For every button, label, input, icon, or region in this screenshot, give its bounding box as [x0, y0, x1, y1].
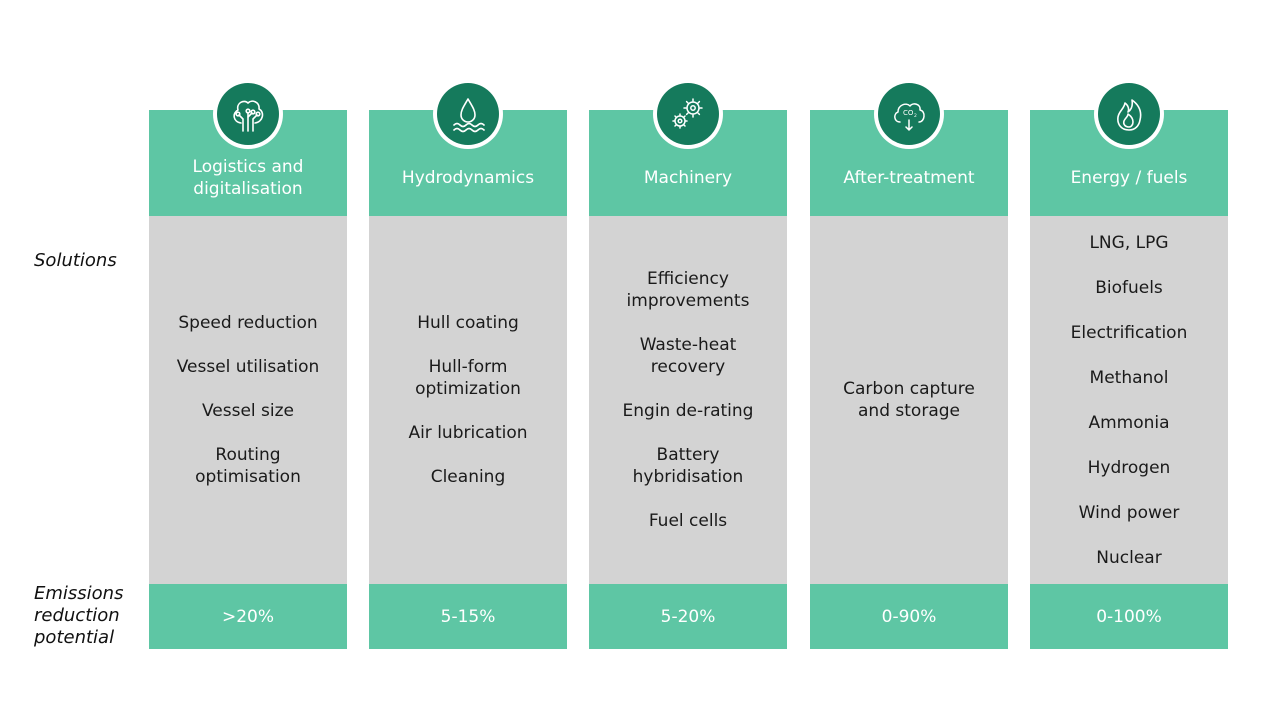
solution-item: LNG, LPG	[1089, 232, 1169, 253]
solution-item: Waste-heat recovery	[639, 335, 737, 377]
emissions-potential: 5-20%	[589, 584, 787, 649]
column-machinery: Machinery Efficiency improvements Waste-…	[589, 79, 787, 649]
solution-item: Vessel size	[201, 401, 295, 421]
solution-item: Cleaning	[430, 467, 506, 487]
icon-badge: CO 2	[874, 79, 944, 149]
column-energy-fuels: Energy / fuels LNG, LPG Biofuels Electri…	[1030, 79, 1228, 649]
column-hydrodynamics: Hydrodynamics Hull coating Hull-form opt…	[369, 79, 567, 649]
icon-badge	[213, 79, 283, 149]
solution-item: Electrification	[1070, 322, 1188, 343]
column-title: Hydrodynamics	[401, 168, 535, 188]
water-drop-waves-icon	[437, 83, 499, 145]
row-label-solutions: Solutions	[34, 250, 117, 271]
flame-icon	[1098, 83, 1160, 145]
solution-item: Methanol	[1089, 367, 1169, 388]
emissions-potential: >20%	[149, 584, 347, 649]
solution-item: Hull-form optimization	[415, 357, 521, 399]
solutions-list: LNG, LPG Biofuels Electrification Methan…	[1030, 216, 1228, 584]
column-title-line: Logistics and	[192, 157, 304, 177]
column-title-line: digitalisation	[193, 179, 303, 199]
row-label-emissions-line: potential	[34, 627, 115, 648]
emissions-potential: 5-15%	[369, 584, 567, 649]
solution-item: Air lubrication	[408, 423, 528, 443]
icon-badge	[433, 79, 503, 149]
column-logistics: Logistics and digitalisation Speed reduc…	[149, 79, 347, 649]
icon-badge	[653, 79, 723, 149]
solution-item: Hydrogen	[1087, 457, 1171, 478]
emissions-potential: 0-100%	[1030, 584, 1228, 649]
solution-item: Hull coating	[417, 313, 519, 333]
svg-text:CO: CO	[903, 109, 914, 117]
column-after-treatment: After-treatment CO 2 Carbon capture and …	[810, 79, 1008, 649]
solution-item: Speed reduction	[178, 313, 318, 333]
solution-item: Nuclear	[1096, 547, 1162, 568]
icon-badge	[1094, 79, 1164, 149]
svg-text:2: 2	[914, 113, 917, 119]
solutions-list: Efficiency improvements Waste-heat recov…	[589, 216, 787, 584]
solutions-list: Carbon capture and storage	[810, 216, 1008, 584]
solution-item: Engin de-rating	[622, 401, 754, 421]
tree-circuit-icon	[217, 83, 279, 145]
co2-cloud-icon: CO 2	[878, 83, 940, 145]
solution-item: Vessel utilisation	[176, 357, 320, 377]
solution-item: Biofuels	[1095, 277, 1163, 298]
column-title: Logistics and digitalisation	[193, 156, 304, 200]
emissions-potential: 0-90%	[810, 584, 1008, 649]
column-title: Energy / fuels	[1070, 168, 1188, 188]
solution-item: Efficiency improvements	[626, 269, 750, 311]
column-title: After-treatment	[843, 168, 975, 188]
solution-item: Ammonia	[1088, 412, 1170, 433]
row-label-emissions-line: reduction	[34, 605, 120, 626]
row-label-emissions-line: Emissions	[34, 583, 124, 604]
solution-item: Carbon capture and storage	[843, 379, 975, 421]
solutions-list: Speed reduction Vessel utilisation Vesse…	[149, 216, 347, 584]
solution-item: Fuel cells	[648, 511, 728, 531]
row-label-emissions: Emissions reduction potential	[34, 583, 123, 649]
solutions-list: Hull coating Hull-form optimization Air …	[369, 216, 567, 584]
solution-item: Routing optimisation	[195, 445, 301, 487]
solution-item: Wind power	[1078, 502, 1180, 523]
gears-icon	[657, 83, 719, 145]
column-header: Hydrodynamics	[369, 110, 567, 216]
solution-item: Battery hybridisation	[632, 445, 744, 487]
column-title: Machinery	[643, 168, 733, 188]
